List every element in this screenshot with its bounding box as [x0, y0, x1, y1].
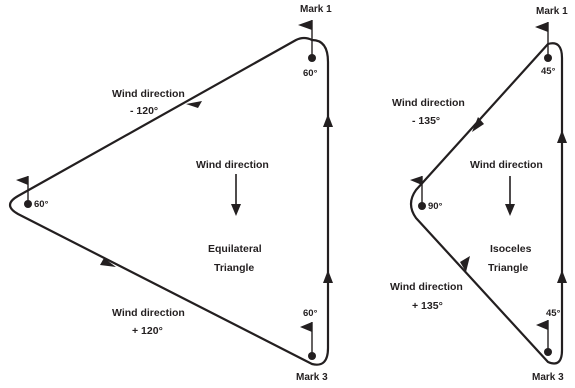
course-arrow-lower-leg — [100, 258, 116, 267]
isoceles-course-outline — [409, 42, 564, 365]
mark2-buoy-flag — [410, 176, 426, 210]
mark1-buoy-flag — [298, 20, 316, 62]
center-wind-label: Wind direction — [470, 159, 543, 171]
mark1-angle: 45° — [541, 66, 556, 77]
isoceles-diagram: Mark 1 Mark 3 45° 90° 45° Wind direction… — [390, 6, 568, 383]
mark3-buoy-flag — [536, 320, 552, 356]
bottom-leg-wind-label: Wind direction — [390, 281, 463, 293]
equilateral-diagram: Mark 1 Mark 3 60° 60° 60° Wind direction… — [8, 4, 333, 383]
bottom-leg-wind-angle: + 135° — [412, 300, 443, 312]
bottom-leg-wind-angle: + 120° — [132, 325, 163, 337]
mark3-label: Mark 3 — [296, 372, 328, 383]
mark2-angle: 60° — [34, 199, 49, 210]
wind-direction-arrow — [505, 176, 515, 216]
mark2-buoy-flag — [16, 176, 32, 208]
triangle-type-line2: Triangle — [214, 262, 254, 274]
course-arrow-right-leg-lower — [557, 270, 567, 283]
triangle-type-line1: Isoceles — [490, 243, 532, 255]
mark3-label: Mark 3 — [532, 372, 564, 383]
mark3-buoy-flag — [300, 322, 316, 360]
bottom-leg-wind-label: Wind direction — [112, 307, 185, 319]
top-leg-wind-angle: - 120° — [130, 105, 158, 117]
mark1-label: Mark 1 — [536, 6, 568, 17]
top-leg-wind-label: Wind direction — [392, 97, 465, 109]
triangle-type-line1: Equilateral — [208, 243, 262, 255]
course-arrow-upper-leg — [186, 101, 202, 108]
course-arrow-right-leg-lower — [323, 270, 333, 283]
course-arrow-right-leg-upper — [323, 114, 333, 127]
course-arrow-right-leg-upper — [557, 130, 567, 143]
triangle-type-line2: Triangle — [488, 262, 528, 274]
center-wind-label: Wind direction — [196, 159, 269, 171]
top-leg-wind-label: Wind direction — [112, 88, 185, 100]
top-leg-wind-angle: - 135° — [412, 115, 440, 127]
equilateral-course-outline — [8, 36, 330, 366]
mark3-angle: 60° — [303, 308, 318, 319]
course-arrow-lower-leg — [460, 256, 470, 272]
mark1-label: Mark 1 — [300, 4, 332, 15]
wind-direction-arrow — [231, 174, 241, 216]
mark3-angle: 45° — [546, 308, 561, 319]
course-arrow-upper-leg — [472, 117, 484, 132]
mark1-angle: 60° — [303, 68, 318, 79]
mark2-angle: 90° — [428, 201, 443, 212]
mark1-buoy-flag — [535, 22, 552, 62]
